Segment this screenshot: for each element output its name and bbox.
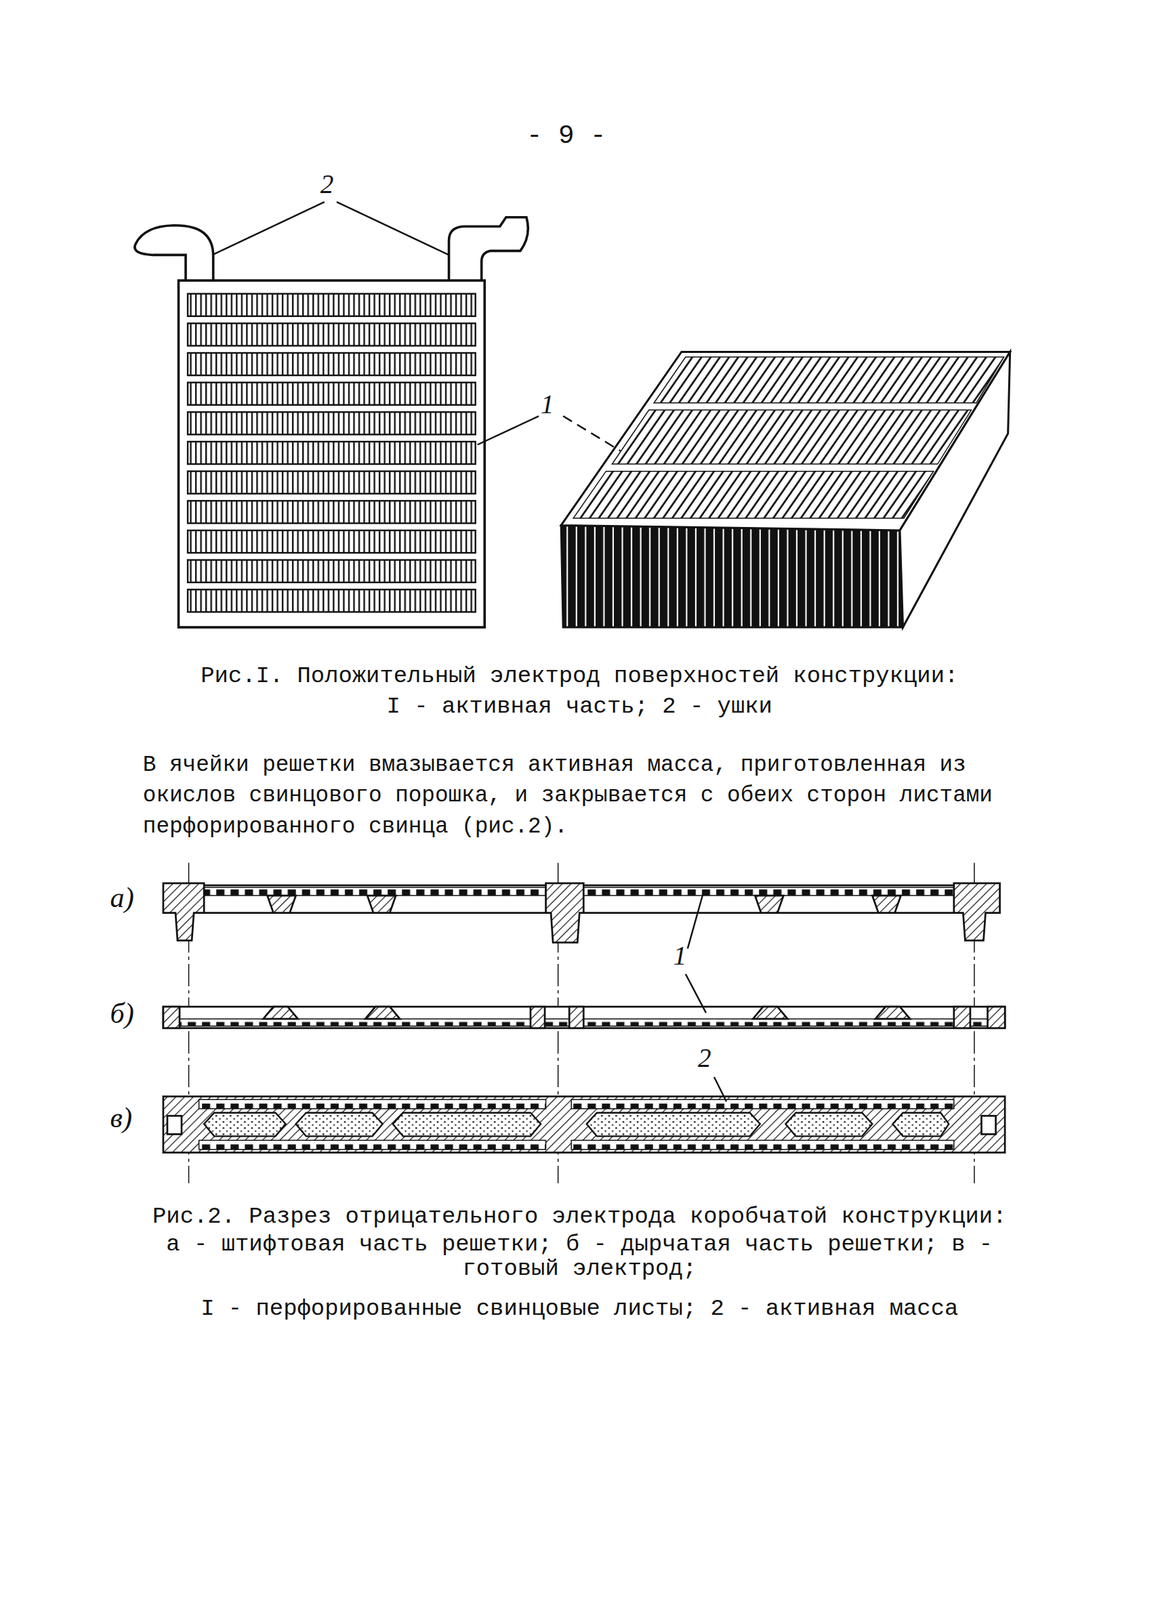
view-letter: б) (110, 998, 162, 1031)
finished-electrode-section (163, 1096, 1005, 1154)
callout-number: 1 (673, 941, 704, 973)
plate-perspective (561, 351, 1011, 628)
caption-legend: а - штифтовая часть решетки; б - дырчата… (151, 1232, 1009, 1282)
caption-legend: I - активная часть; 2 - ушки (69, 693, 1090, 721)
callout-number: 1 (540, 389, 572, 421)
caption-legend: I - перфорированные свинцовые листы; 2 -… (69, 1295, 1090, 1322)
view-letter: а) (110, 881, 162, 915)
callout-number: 2 (697, 1043, 729, 1074)
figure-caption: Рис.2. Разрез отрицательного электрода к… (69, 1204, 1090, 1231)
perforated-grid-section (163, 1006, 1005, 1029)
view-letter: в) (110, 1101, 162, 1135)
callout-number: 2 (320, 169, 351, 200)
page-number: - 9 - (464, 120, 669, 152)
figure-caption: Рис.I. Положительный электрод поверхност… (69, 663, 1090, 690)
pin-grid-section (163, 883, 1001, 943)
positive-plate (134, 217, 528, 628)
body-paragraph: В ячейки решетки вмазывается активная ма… (142, 750, 1067, 843)
leader-lines (212, 201, 620, 451)
